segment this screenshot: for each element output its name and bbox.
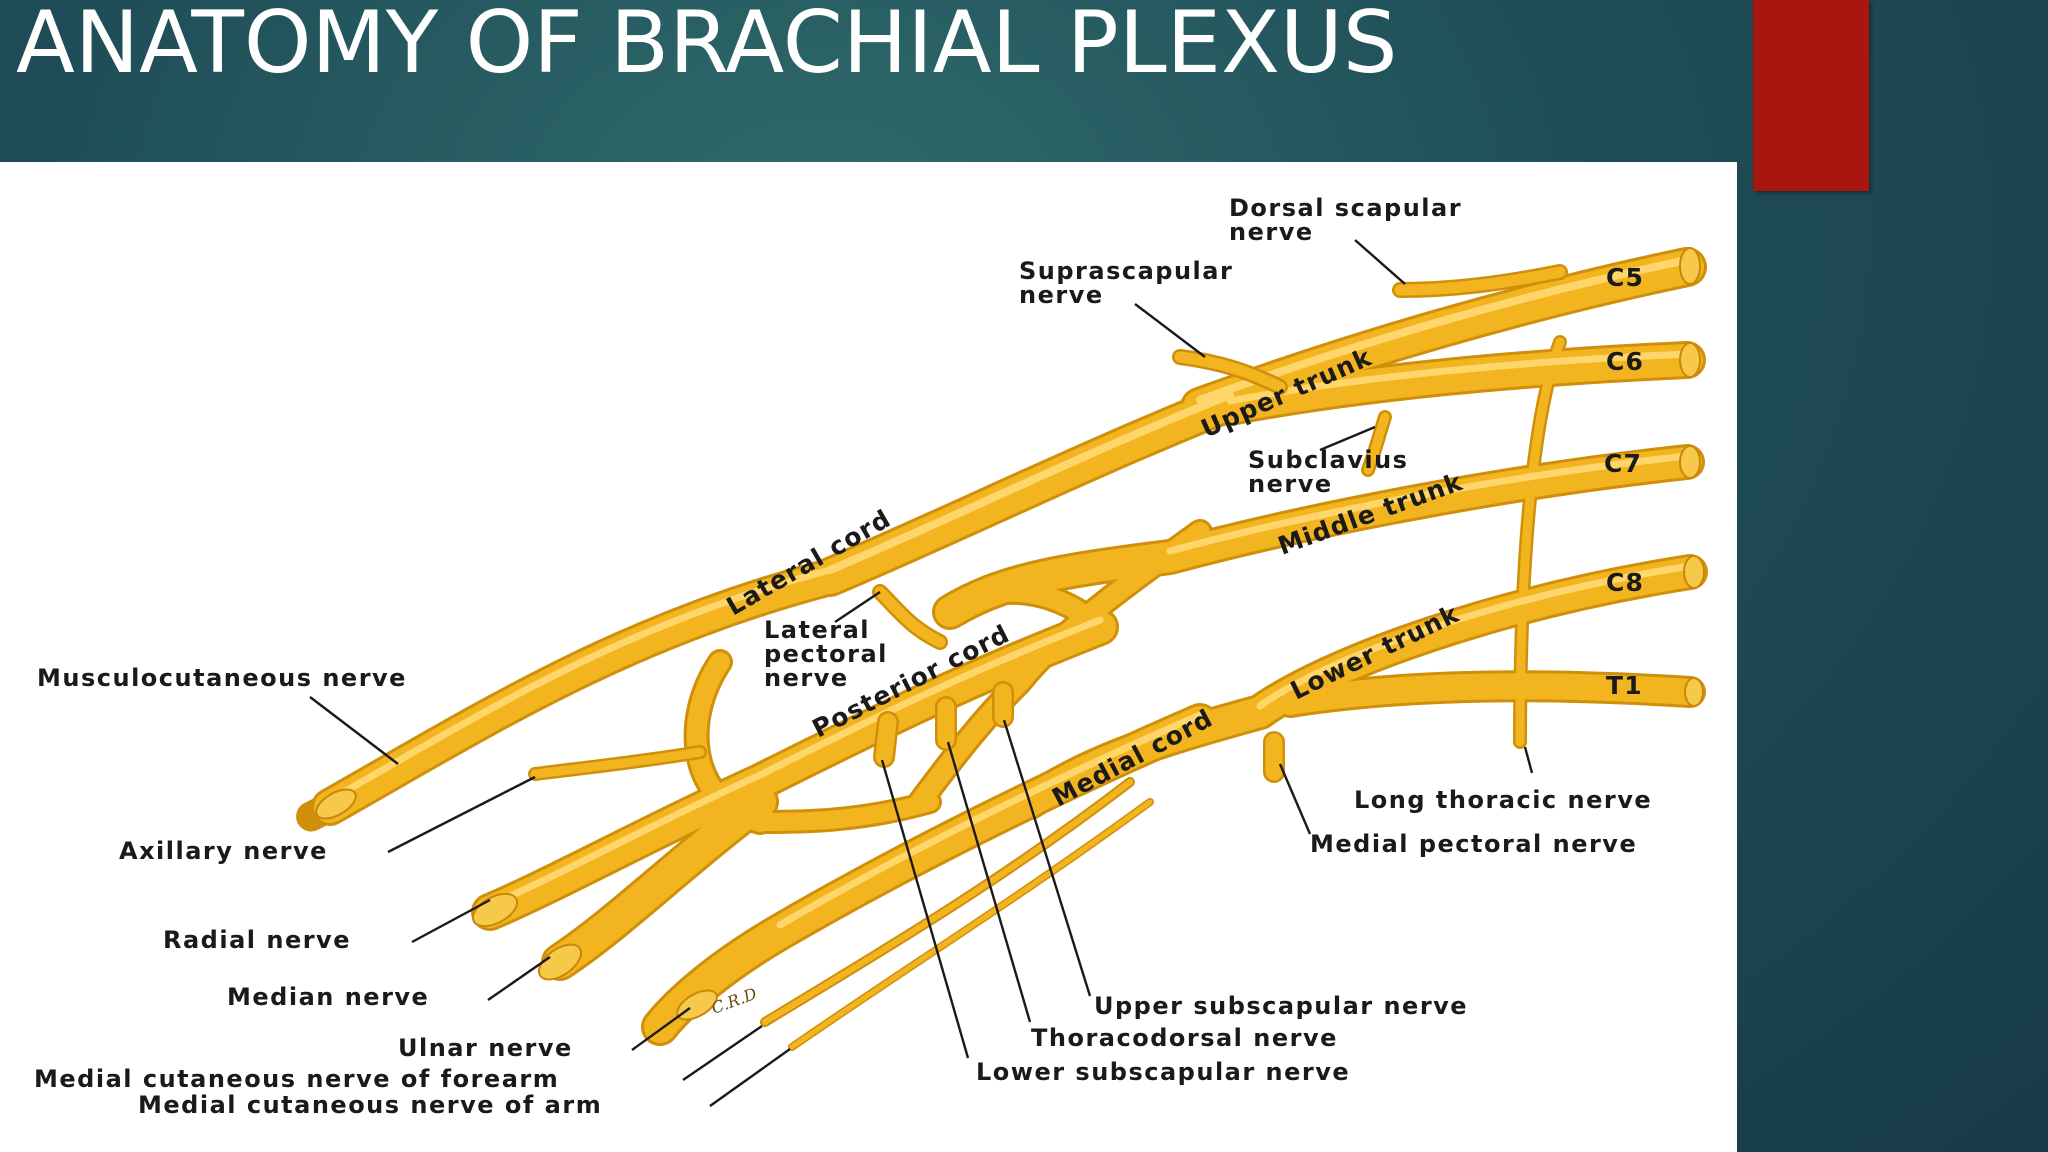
slide-title: ANATOMY OF BRACHIAL PLEXUS xyxy=(16,0,1398,93)
label-radial: Radial nerve xyxy=(163,926,351,954)
label-lateral-pectoral-1: Lateral xyxy=(764,616,870,644)
root-end-c6 xyxy=(1679,342,1701,378)
brachial-plexus-diagram: C5 C6 C7 C8 T1 Upper trunk Middle trunk … xyxy=(34,194,1708,1119)
label-subclavius-1: Subclavius xyxy=(1248,446,1408,474)
label-musculocutaneous: Musculocutaneous nerve xyxy=(37,664,407,692)
root-label-c8: C8 xyxy=(1606,568,1644,597)
label-suprascapular-2: nerve xyxy=(1019,281,1104,309)
root-end-c7 xyxy=(1679,445,1701,479)
label-lateral-pectoral-2: pectoral xyxy=(764,640,888,668)
root-end-c8 xyxy=(1683,555,1705,589)
label-thoracodorsal: Thoracodorsal nerve xyxy=(1031,1024,1338,1052)
root-label-c7: C7 xyxy=(1604,449,1642,478)
leader-lines xyxy=(309,239,1534,1107)
label-lower-subscapular: Lower subscapular nerve xyxy=(976,1058,1350,1086)
nerve-labels: Dorsal scapular nerve Suprascapular nerv… xyxy=(34,194,1652,1119)
nerve-bundles xyxy=(296,247,1708,1051)
label-dorsal-scapular-1: Dorsal scapular xyxy=(1229,194,1462,222)
end-musculocutaneous xyxy=(315,788,357,820)
label-long-thoracic: Long thoracic nerve xyxy=(1354,786,1652,814)
label-median: Median nerve xyxy=(227,983,429,1011)
root-label-c5: C5 xyxy=(1606,263,1644,292)
label-upper-subscapular: Upper subscapular nerve xyxy=(1094,992,1468,1020)
root-end-t1 xyxy=(1684,677,1704,707)
label-lateral-pectoral-3: nerve xyxy=(764,664,849,692)
label-med-cut-forearm: Medial cutaneous nerve of forearm xyxy=(34,1065,559,1093)
label-dorsal-scapular-2: nerve xyxy=(1229,218,1314,246)
root-label-t1: T1 xyxy=(1606,671,1643,700)
label-med-cut-arm: Medial cutaneous nerve of arm xyxy=(138,1091,602,1119)
diagram-panel: C5 C6 C7 C8 T1 Upper trunk Middle trunk … xyxy=(0,162,1737,1152)
label-subclavius-2: nerve xyxy=(1248,470,1333,498)
root-label-c6: C6 xyxy=(1606,347,1644,376)
label-ulnar: Ulnar nerve xyxy=(398,1034,573,1062)
end-median xyxy=(537,943,583,981)
label-axillary: Axillary nerve xyxy=(119,837,328,865)
label-medial-pectoral: Medial pectoral nerve xyxy=(1310,830,1637,858)
label-suprascapular-1: Suprascapular xyxy=(1019,257,1233,285)
accent-bar xyxy=(1753,0,1869,191)
root-end-c5 xyxy=(1679,247,1701,285)
